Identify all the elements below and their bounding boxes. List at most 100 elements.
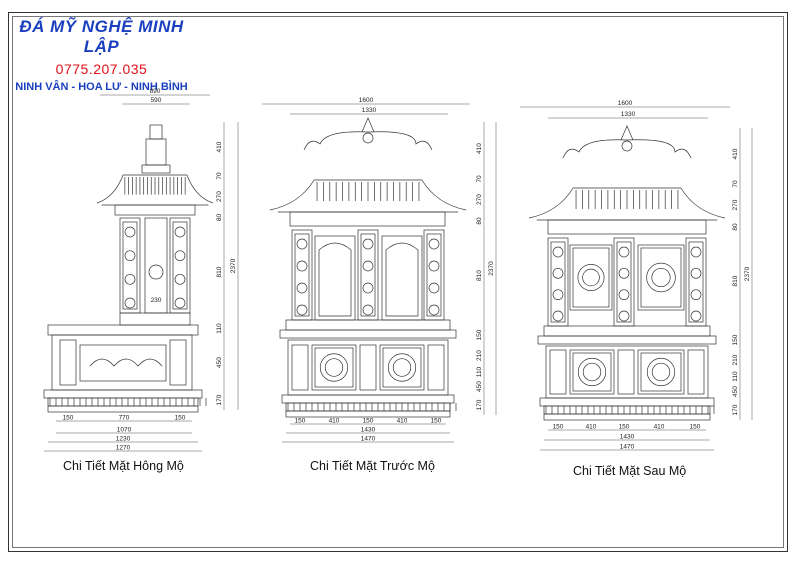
crown-finial — [620, 125, 634, 141]
slab-post-left — [59, 339, 77, 386]
beam — [289, 211, 446, 227]
dimension-label: 450 — [732, 386, 739, 397]
dimension-label: 230 — [151, 297, 162, 304]
dimension-label: 2370 — [488, 261, 495, 276]
medallion — [577, 357, 607, 387]
pillar-base — [119, 312, 191, 326]
slab-body — [51, 334, 193, 391]
dimension-label: 450 — [216, 357, 223, 368]
dimension-label: 890 — [150, 88, 161, 95]
dimension-label: 1330 — [621, 111, 636, 118]
pillar-ornament — [552, 310, 564, 322]
pillar-ornament — [362, 260, 374, 272]
dimension-label: 210 — [732, 354, 739, 365]
medallion — [319, 353, 349, 382]
dimension-label: 1470 — [620, 444, 635, 451]
base-band — [285, 402, 451, 412]
pillar-panel — [688, 241, 704, 323]
pillar-ornament — [174, 297, 186, 309]
slab-post — [291, 344, 309, 391]
pillar-ornament — [124, 297, 136, 309]
slab-top — [47, 324, 199, 336]
pillar-ornament — [428, 238, 440, 250]
carved-panel-inner — [572, 247, 610, 308]
roof-curve — [528, 187, 726, 219]
dimension-label: 150 — [295, 418, 306, 425]
crown-medallion — [362, 132, 374, 144]
dimension-label: 1430 — [620, 434, 635, 441]
tomb-elevations — [43, 117, 726, 421]
slab-top — [279, 329, 457, 339]
spire-top — [149, 124, 163, 140]
slab-relief — [79, 344, 167, 382]
pillar-ornament — [428, 282, 440, 294]
brand-phone: 0775.207.035 — [55, 61, 148, 77]
niche-arch — [385, 242, 419, 317]
dimension-label: 150 — [553, 424, 564, 431]
dimension-label: 150 — [63, 415, 74, 422]
slab-post — [359, 344, 377, 391]
dimension-label: 70 — [732, 180, 739, 188]
medallion-inner — [582, 362, 602, 382]
dimension-label: 590 — [151, 97, 162, 104]
pillar-ornament — [618, 267, 630, 279]
dimension-label: 80 — [476, 217, 483, 225]
carved-panel — [569, 349, 615, 395]
pillar-ornament — [362, 238, 374, 250]
dimension-label: 410 — [732, 148, 739, 159]
pillar-ornament — [428, 304, 440, 316]
dimension-label: 170 — [476, 399, 483, 410]
pillar-ornament — [618, 246, 630, 258]
pillar-panel — [360, 233, 376, 317]
slab-post-right — [169, 339, 187, 386]
dimension-label: 150 — [175, 415, 186, 422]
slab-post — [687, 349, 705, 395]
ledge — [543, 325, 711, 337]
slab-post — [427, 344, 445, 391]
pillar-ornament — [362, 282, 374, 294]
slab-post — [617, 349, 635, 395]
dimension-label: 1470 — [361, 436, 376, 443]
spire-body — [145, 138, 167, 166]
dimension-label: 80 — [732, 223, 739, 231]
slab-top — [537, 335, 717, 345]
medallion — [646, 262, 676, 293]
ledge — [285, 319, 451, 331]
pillar-ornament — [296, 304, 308, 316]
beam — [114, 204, 196, 216]
dimension-label: 1600 — [618, 100, 633, 107]
carved-panel-inner — [640, 352, 682, 392]
slab-post — [549, 349, 567, 395]
dimension-label: 410 — [476, 143, 483, 154]
medallion-inner — [324, 358, 344, 377]
pillar-ornament — [174, 226, 186, 238]
carved-panel-inner — [572, 352, 612, 392]
beam — [547, 219, 707, 235]
pillar-ornament — [296, 260, 308, 272]
dimension-label: 410 — [216, 141, 223, 152]
carved-panel — [311, 344, 357, 391]
carved-panel-inner — [314, 347, 354, 388]
caption-back-view: Chi Tiết Mặt Sau Mộ — [573, 464, 687, 478]
dimension-label: 410 — [586, 424, 597, 431]
carved-panel-inner — [382, 347, 422, 388]
dimension-label: 450 — [476, 381, 483, 392]
base-course — [539, 397, 715, 407]
carved-panel — [569, 244, 613, 311]
dimension-label: 1230 — [116, 436, 131, 443]
dimension-label: 410 — [654, 424, 665, 431]
medallion-inner — [651, 267, 671, 288]
dimension-label: 1070 — [117, 427, 132, 434]
dimension-label: 270 — [476, 194, 483, 205]
dimension-label: 110 — [216, 323, 223, 334]
dimension-label: 810 — [476, 270, 483, 281]
dimension-label: 150 — [732, 334, 739, 345]
medallion — [646, 357, 676, 387]
crown-ornament — [562, 139, 692, 159]
pillar-ornament — [552, 289, 564, 301]
medallion-inner — [651, 362, 671, 382]
pillar-ornament — [124, 250, 136, 262]
dimension-label: 150 — [476, 329, 483, 340]
dimension-label: 770 — [119, 415, 130, 422]
pillar-panel — [616, 241, 632, 323]
